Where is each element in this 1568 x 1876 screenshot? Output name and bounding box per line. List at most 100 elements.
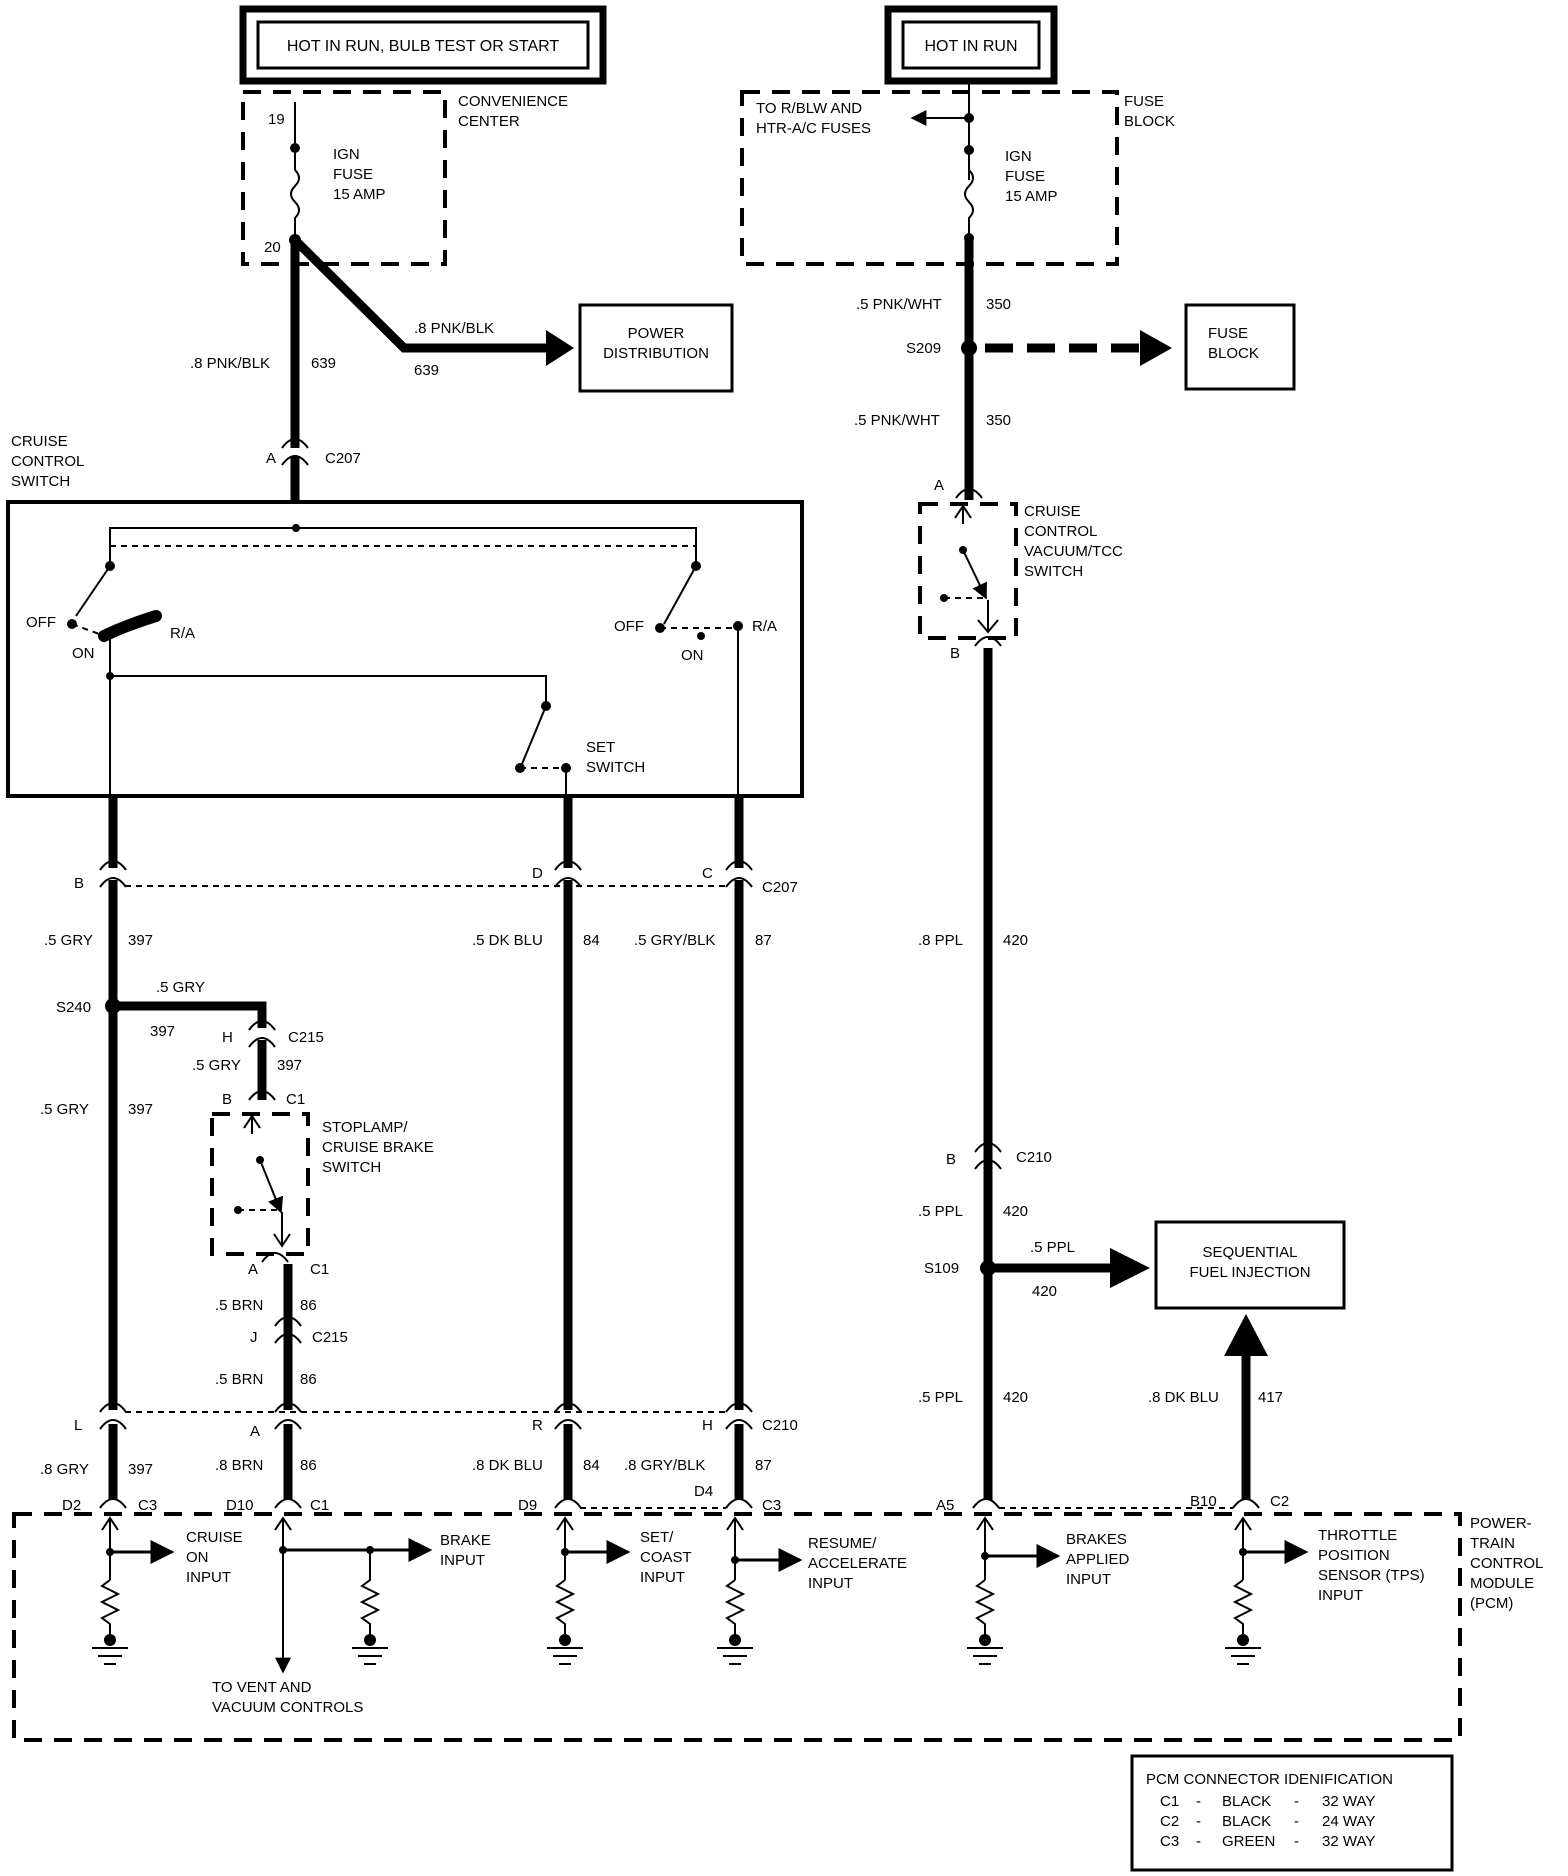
- vacuum-label-3: VACUUM/TCC: [1024, 543, 1123, 560]
- convenience-center-label-1: CONVENIENCE: [458, 93, 568, 110]
- stoplamp-label-2: CRUISE BRAKE: [322, 1139, 434, 1156]
- pcm-input-brakes-applied: [967, 1516, 1061, 1665]
- wire-397-5: 397: [128, 1461, 153, 1478]
- pcm-table-r0-c3: -: [1294, 1793, 1299, 1810]
- pcm-input-tps: [1225, 1516, 1309, 1665]
- wire-87-1: 87: [755, 932, 772, 949]
- wire-397-2: 397: [150, 1023, 175, 1040]
- resume-input-2: ACCELERATE: [808, 1555, 907, 1572]
- brakes-applied-input-3: INPUT: [1066, 1571, 1111, 1588]
- pcm-label-2: TRAIN: [1470, 1535, 1515, 1552]
- ign-fuse-left-3: 15 AMP: [333, 186, 386, 203]
- tps-arrow: [1224, 1314, 1268, 1356]
- wire-397-3: 397: [277, 1057, 302, 1074]
- fuse-block-label-1: FUSE: [1124, 93, 1164, 110]
- pcm-table-r1-c0: C2: [1160, 1813, 1179, 1830]
- convenience-center-box: [241, 90, 447, 266]
- tps-input-4: INPUT: [1318, 1587, 1363, 1604]
- hot-run-bulb-box: HOT IN RUN, BULB TEST OR START: [239, 5, 607, 85]
- wire-639-b: 639: [414, 362, 439, 379]
- sfi-label-1: SEQUENTIAL: [1202, 1244, 1297, 1261]
- hot-run-label: HOT IN RUN: [924, 38, 1017, 55]
- brakes-applied-input-2: APPLIED: [1066, 1551, 1130, 1568]
- wire-420-4: 420: [1003, 1389, 1028, 1406]
- c210-pin-r: R: [532, 1417, 543, 1434]
- convenience-center-label-2: CENTER: [458, 113, 520, 130]
- wire-397-4: 397: [128, 1101, 153, 1118]
- set-coast-input-2: COAST: [640, 1549, 692, 1566]
- power-distribution-arrow: [546, 330, 574, 366]
- vacuum-label-2: CONTROL: [1024, 523, 1097, 540]
- c1-label-a: C1: [286, 1091, 305, 1108]
- pcm-label-3: CONTROL: [1470, 1555, 1543, 1572]
- resume-input-1: RESUME/: [808, 1535, 877, 1552]
- wire-84-1: 84: [583, 932, 600, 949]
- to-rblw-label-1: TO R/BLW AND: [756, 100, 862, 117]
- wire-350-1: 350: [986, 296, 1011, 313]
- power-distribution-label-1: POWER: [628, 325, 685, 342]
- c210-pin-a: A: [250, 1423, 260, 1440]
- pcm-input-resume: [717, 1516, 803, 1665]
- pcm-c2: C2: [1270, 1493, 1289, 1510]
- pcm-input-cruise-on: [92, 1516, 175, 1665]
- pcm-input-brake: [274, 1516, 433, 1674]
- set-coast-input-3: INPUT: [640, 1569, 685, 1586]
- c207-pin-a: A: [266, 450, 276, 467]
- pcm-label-1: POWER-: [1470, 1515, 1532, 1532]
- wire-639-a: 639: [311, 355, 336, 372]
- pcm-pin-b10: B10: [1190, 1493, 1217, 1510]
- wire-86-1: 86: [300, 1297, 317, 1314]
- c215-label-b: C215: [312, 1329, 348, 1346]
- wire-dk-blu-1: .5 DK BLU: [472, 932, 543, 949]
- wire-gry-blk-2: .8 GRY/BLK: [624, 1457, 705, 1474]
- pcm-label-4: MODULE: [1470, 1575, 1534, 1592]
- splice-s240: S240: [56, 999, 91, 1016]
- set-coast-input-1: SET/: [640, 1529, 674, 1546]
- c210-upper-label: C210: [1016, 1149, 1052, 1166]
- wire-84-2: 84: [583, 1457, 600, 1474]
- wire-ppl-4: .5 PPL: [918, 1389, 963, 1406]
- fuse-block-box-label-2: BLOCK: [1208, 345, 1259, 362]
- wire-86-3: 86: [300, 1457, 317, 1474]
- pcm-table-r2-c2: GREEN: [1222, 1833, 1275, 1850]
- pcm-pin-d9: D9: [518, 1497, 537, 1514]
- c207-pin-d: D: [532, 865, 543, 882]
- vacuum-pin-a: A: [934, 477, 944, 494]
- sfi-label-2: FUEL INJECTION: [1189, 1264, 1310, 1281]
- wire-pnk-blk-right: .8 PNK/BLK: [414, 320, 494, 337]
- c207-label: C207: [325, 450, 361, 467]
- c210-pin-b: B: [946, 1151, 956, 1168]
- cruise-switch-label-1: CRUISE: [11, 433, 68, 450]
- c1-label-b: C1: [310, 1261, 329, 1278]
- wire-gry-5: .8 GRY: [40, 1461, 89, 1478]
- wire-ppl-1: .8 PPL: [918, 932, 963, 949]
- vent-label-1: TO VENT AND: [212, 1679, 312, 1696]
- off-left: OFF: [26, 614, 56, 631]
- on-left: ON: [72, 645, 95, 662]
- wire-417-label: 417: [1258, 1389, 1283, 1406]
- wire-86-2: 86: [300, 1371, 317, 1388]
- wire-420-2: 420: [1003, 1203, 1028, 1220]
- pcm-table-r1-c1: -: [1196, 1813, 1201, 1830]
- stoplamp-switch-box: [210, 1112, 310, 1256]
- sfi-box: [1154, 1220, 1346, 1310]
- ign-fuse-right-1: IGN: [1005, 148, 1032, 165]
- brake-input-1: BRAKE: [440, 1532, 491, 1549]
- c207-pin-b: B: [74, 875, 84, 892]
- tps-input-2: POSITION: [1318, 1547, 1390, 1564]
- fuse-block-label-2: BLOCK: [1124, 113, 1175, 130]
- c1-pin-a: A: [248, 1261, 258, 1278]
- pcm-table-r1-c2: BLACK: [1222, 1813, 1271, 1830]
- pcm-pin-d2: D2: [62, 1497, 81, 1514]
- wire-397-1: 397: [128, 932, 153, 949]
- ign-fuse-left-symbol: [290, 169, 300, 240]
- brake-input-2: INPUT: [440, 1552, 485, 1569]
- pcm-table-r2-c0: C3: [1160, 1833, 1179, 1850]
- off-right: OFF: [614, 618, 644, 635]
- wire-pnk-blk-left: .8 PNK/BLK: [190, 355, 270, 372]
- vacuum-tcc-switch-box: [918, 502, 1018, 640]
- ign-fuse-right-3: 15 AMP: [1005, 188, 1058, 205]
- wire-639-branch: [291, 236, 548, 353]
- cruise-control-switch-box: [6, 500, 804, 798]
